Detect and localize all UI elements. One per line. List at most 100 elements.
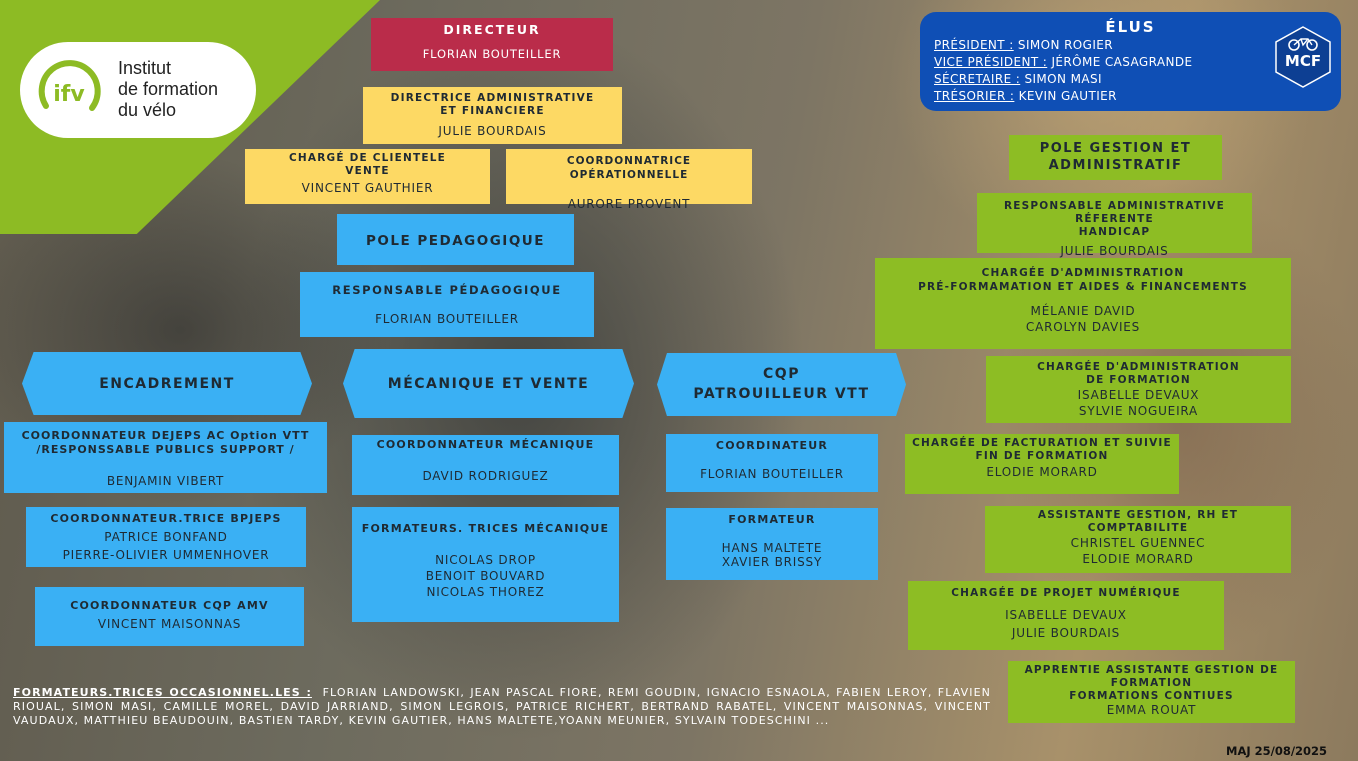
assistante-rh-name-1: CHRISTEL GUENNEC bbox=[1070, 536, 1206, 550]
dejeps-name: BENJAMIN VIBERT bbox=[106, 474, 225, 488]
occasional-trainers-text: FORMATEURS.TRICES OCCASIONNEL.LES : FLOR… bbox=[13, 686, 991, 728]
formateurs-mecanique-name-3: NICOLAS THOREZ bbox=[426, 585, 545, 599]
projet-numerique-name-1: ISABELLE DEVAUX bbox=[1005, 608, 1127, 622]
projet-numerique-name-2: JULIE BOURDAIS bbox=[1011, 626, 1121, 640]
logo-line-2: de formation bbox=[118, 79, 219, 99]
coord-operationnelle-box: COORDONNATRICE OPÉRATIONNELLE AURORE PRO… bbox=[506, 149, 752, 211]
elus-panel: ÉLUS PRÉSIDENT : SIMON ROGIER VICE PRÉSI… bbox=[920, 12, 1341, 111]
dejeps-title-2: /RESPONSSABLE PUBLICS SUPPORT / bbox=[36, 443, 295, 456]
dejeps-box: COORDONNATEUR DEJEPS AC Option VTT /RESP… bbox=[4, 422, 327, 493]
mecanique-header: MÉCANIQUE ET VENTE bbox=[343, 349, 634, 418]
apprentie-name: EMMA ROUAT bbox=[1106, 703, 1197, 717]
apprentie-title-3: FORMATIONS CONTIUES bbox=[1069, 690, 1234, 702]
directrice-admin-name: JULIE BOURDAIS bbox=[438, 124, 547, 138]
charge-admin-formation-name-2: SYLVIE NOGUEIRA bbox=[1078, 404, 1199, 418]
occasional-trainers-names: FLORIAN LANDOWSKI, JEAN PASCAL FIORE, RE… bbox=[13, 686, 991, 727]
president-name: SIMON ROGIER bbox=[1017, 38, 1114, 52]
apprentie-title-2: FORMATION bbox=[1110, 677, 1193, 689]
pole-pedagogique-box: POLE PEDAGOGIQUE bbox=[337, 214, 574, 265]
ifv-logo-icon: ifv bbox=[38, 60, 101, 111]
vice-president-name: JÉRÔME CASAGRANDE bbox=[1051, 55, 1193, 69]
charge-clientele-name: VINCENT GAUTHIER bbox=[301, 181, 434, 195]
directeur-name: FLORIAN BOUTEILLER bbox=[422, 47, 562, 61]
mecanique-title: MÉCANIQUE ET VENTE bbox=[387, 376, 590, 392]
formateurs-mecanique-name-2: BENOIT BOUVARD bbox=[425, 569, 546, 583]
assistante-rh-title-2: COMPTABILITE bbox=[1087, 522, 1189, 534]
apprentie-title-1: APPRENTIE ASSISTANTE GESTION DE bbox=[1024, 664, 1279, 676]
logo-line-3: du vélo bbox=[118, 100, 177, 120]
cqp-formateur-box: FORMATEUR HANS MALTETE XAVIER BRISSY bbox=[666, 508, 878, 580]
projet-numerique-box: CHARGÉE DE PROJET NUMÉRIQUE ISABELLE DEV… bbox=[908, 581, 1224, 650]
directrice-admin-box: DIRECTRICE ADMINISTRATIVE ET FINANCIERE … bbox=[363, 87, 622, 144]
resp-pedagogique-name: FLORIAN BOUTEILLER bbox=[375, 312, 519, 326]
pole-gestion-title-1: POLE GESTION ET bbox=[1039, 141, 1192, 156]
coord-operationnelle-title: COORDONNATRICE OPÉRATIONNELLE bbox=[566, 155, 692, 181]
resp-admin-title-1: RESPONSABLE ADMINISTRATIVE RÉFERENTE bbox=[1003, 200, 1226, 225]
resp-admin-box: RESPONSABLE ADMINISTRATIVE RÉFERENTE HAN… bbox=[977, 193, 1252, 258]
cqp-coordinateur-box: COORDINATEUR FLORIAN BOUTEILLER bbox=[666, 434, 878, 492]
cqp-vtt-title-1: CQP bbox=[763, 366, 800, 382]
directeur-box: DIRECTEUR FLORIAN BOUTEILLER bbox=[371, 18, 613, 71]
bpjeps-title: COORDONNATEUR.TRICE BPJEPS bbox=[50, 512, 282, 525]
logo-line-1: Institut bbox=[118, 58, 172, 78]
occasional-trainers-label: FORMATEURS.TRICES OCCASIONNEL.LES : bbox=[13, 686, 312, 699]
assistante-rh-name-2: ELODIE MORARD bbox=[1082, 552, 1194, 566]
facturation-title-1: CHARGÉE DE FACTURATION ET SUIVIE bbox=[912, 437, 1172, 449]
cqp-formateur-title: FORMATEUR bbox=[728, 513, 816, 526]
charge-admin-pre-title-2: PRÉ-FORMAMATION ET AIDES & FINANCEMENTS bbox=[918, 281, 1248, 293]
encadrement-title: ENCADREMENT bbox=[99, 376, 235, 392]
cqp-coordinateur-name: FLORIAN BOUTEILLER bbox=[700, 467, 844, 481]
secretaire-label: SÉCRETAIRE : bbox=[934, 72, 1021, 86]
pole-gestion-box: POLE GESTION ET ADMINISTRATIF bbox=[1009, 135, 1222, 180]
cqp-amv-name: VINCENT MAISONNAS bbox=[97, 617, 242, 631]
tresorier-label: TRÉSORIER : bbox=[934, 89, 1015, 103]
charge-admin-pre-name-2: CAROLYN DAVIES bbox=[1025, 320, 1141, 334]
directeur-title: DIRECTEUR bbox=[443, 22, 541, 37]
cqp-vtt-title-2: PATROUILLEUR VTT bbox=[693, 386, 870, 402]
charge-clientele-box: CHARGÉ DE CLIENTELE VENTE VINCENT GAUTHI… bbox=[245, 149, 490, 204]
president-label: PRÉSIDENT : bbox=[934, 38, 1014, 52]
resp-pedagogique-title: RESPONSABLE PÉDAGOGIQUE bbox=[332, 283, 562, 297]
charge-admin-formation-title-1: CHARGÉE D'ADMINISTRATION bbox=[1037, 361, 1240, 373]
elus-tresorier-row: TRÉSORIER : KEVIN GAUTIER bbox=[934, 88, 1193, 105]
facturation-box: CHARGÉE DE FACTURATION ET SUIVIE FIN DE … bbox=[905, 434, 1179, 494]
coord-mecanique-name: DAVID RODRIGUEZ bbox=[422, 469, 549, 483]
formateurs-mecanique-title: FORMATEURS. TRICES MÉCANIQUE bbox=[361, 522, 610, 535]
elus-secretaire-row: SÉCRETAIRE : SIMON MASI bbox=[934, 71, 1193, 88]
resp-admin-title-2: HANDICAP bbox=[1078, 226, 1151, 238]
cqp-amv-title: COORDONNATEUR CQP AMV bbox=[70, 599, 269, 612]
charge-admin-formation-name-1: ISABELLE DEVAUX bbox=[1077, 388, 1200, 402]
charge-admin-formation-box: CHARGÉE D'ADMINISTRATION DE FORMATION IS… bbox=[986, 356, 1291, 423]
charge-admin-pre-box: CHARGÉE D'ADMINISTRATION PRÉ-FORMAMATION… bbox=[875, 258, 1291, 349]
charge-clientele-title: CHARGÉ DE CLIENTELE VENTE bbox=[289, 152, 446, 177]
encadrement-header: ENCADREMENT bbox=[22, 352, 312, 415]
secretaire-name: SIMON MASI bbox=[1024, 72, 1102, 86]
charge-admin-pre-title-1: CHARGÉE D'ADMINISTRATION bbox=[981, 267, 1185, 279]
bpjeps-name-1: PATRICE BONFAND bbox=[104, 530, 228, 544]
facturation-name: ELODIE MORARD bbox=[986, 465, 1098, 479]
resp-admin-name: JULIE BOURDAIS bbox=[1060, 244, 1169, 258]
elus-vice-row: VICE PRÉSIDENT : JÉRÔME CASAGRANDE bbox=[934, 54, 1193, 71]
ifv-logo: ifv Institut de formation du vélo bbox=[20, 42, 256, 138]
directrice-admin-title: DIRECTRICE ADMINISTRATIVE ET FINANCIERE bbox=[390, 92, 595, 117]
bpjeps-name-2: PIERRE-OLIVIER UMMENHOVER bbox=[62, 548, 270, 562]
vice-president-label: VICE PRÉSIDENT : bbox=[934, 55, 1048, 69]
formateurs-mecanique-name-1: NICOLAS DROP bbox=[435, 553, 536, 567]
bpjeps-box: COORDONNATEUR.TRICE BPJEPS PATRICE BONFA… bbox=[26, 507, 306, 567]
logo-mark-text: ifv bbox=[53, 82, 85, 107]
mcf-logo-icon: MCF bbox=[1275, 26, 1331, 88]
pole-pedagogique-title: POLE PEDAGOGIQUE bbox=[366, 233, 545, 249]
cqp-formateur-name-2: XAVIER BRISSY bbox=[721, 555, 823, 569]
facturation-title-2: FIN DE FORMATION bbox=[975, 450, 1109, 462]
assistante-rh-title-1: ASSISTANTE GESTION, RH ET bbox=[1037, 509, 1239, 521]
resp-pedagogique-box: RESPONSABLE PÉDAGOGIQUE FLORIAN BOUTEILL… bbox=[300, 272, 594, 337]
charge-admin-formation-title-2: DE FORMATION bbox=[1086, 374, 1191, 386]
coord-operationnelle-name: AURORE PROVENT bbox=[567, 197, 691, 211]
coord-mecanique-title: COORDONNATEUR MÉCANIQUE bbox=[376, 438, 595, 451]
cqp-formateur-name-1: HANS MALTETE bbox=[721, 541, 823, 555]
cqp-amv-box: COORDONNATEUR CQP AMV VINCENT MAISONNAS bbox=[35, 587, 304, 646]
update-date: MAJ 25/08/2025 bbox=[1226, 744, 1328, 758]
projet-numerique-title: CHARGÉE DE PROJET NUMÉRIQUE bbox=[951, 587, 1181, 599]
mcf-logo-text: MCF bbox=[1285, 52, 1321, 70]
charge-admin-pre-name-1: MÉLANIE DAVID bbox=[1030, 304, 1136, 318]
